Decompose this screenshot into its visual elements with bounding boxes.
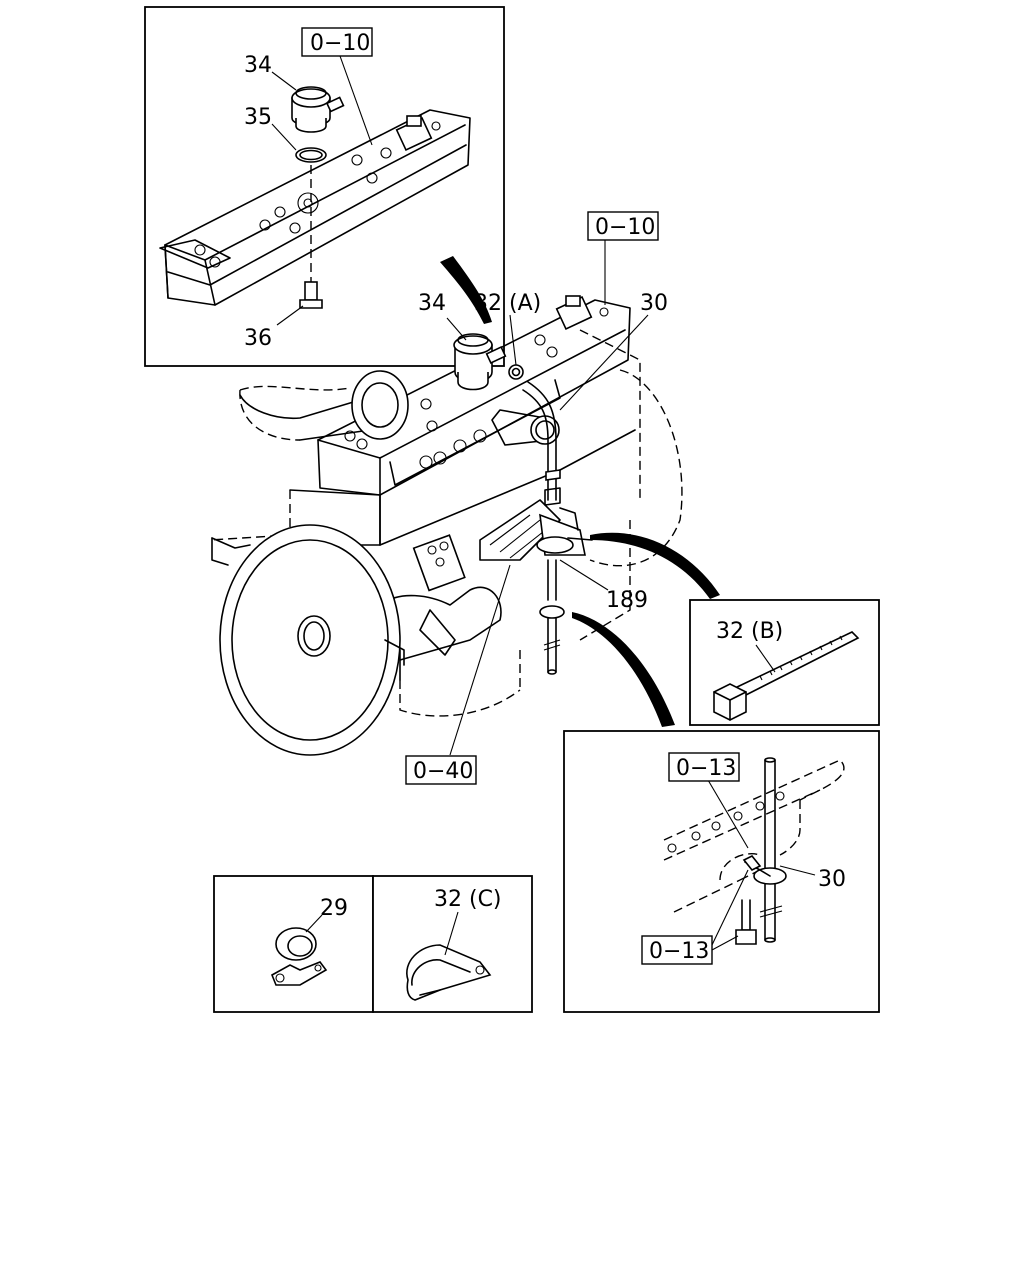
inset-clamp-29: 29 [213,875,374,1013]
pointer-arrow-top [440,256,492,324]
label-part-34-inset: 34 [244,53,272,78]
pointer-arrow-clamp [572,612,675,727]
label-ref-0-13-top: 0−13 [676,756,736,781]
label-part-30-main: 30 [640,291,668,316]
label-ref-0-10-main: 0−10 [595,215,655,240]
label-part-32c: 32 (C) [434,887,502,912]
label-part-189: 189 [606,588,648,613]
inset-cable-tie: 32 (B) [689,599,880,726]
label-ref-0-13-bottom: 0−13 [649,939,709,964]
engine-assembly: 0−10 34 32 (A) 30 189 0−40 [209,211,683,785]
label-part-35: 35 [244,105,272,130]
label-part-34-main: 34 [418,291,446,316]
label-part-29: 29 [320,896,348,921]
pointer-arrow-cable-tie [590,532,720,599]
label-part-32a: 32 (A) [474,291,541,316]
label-part-32b: 32 (B) [716,619,783,644]
inset-valve-cover: 0−10 34 35 36 [144,6,505,367]
label-ref-0-40: 0−40 [413,759,473,784]
label-part-36: 36 [244,326,272,351]
inset-oil-pan: 0−13 30 0−13 [563,730,880,1013]
label-part-30-inset: 30 [818,867,846,892]
inset-clamp-32c: 32 (C) [372,875,533,1013]
label-ref-0-10-inset: 0−10 [310,31,370,56]
